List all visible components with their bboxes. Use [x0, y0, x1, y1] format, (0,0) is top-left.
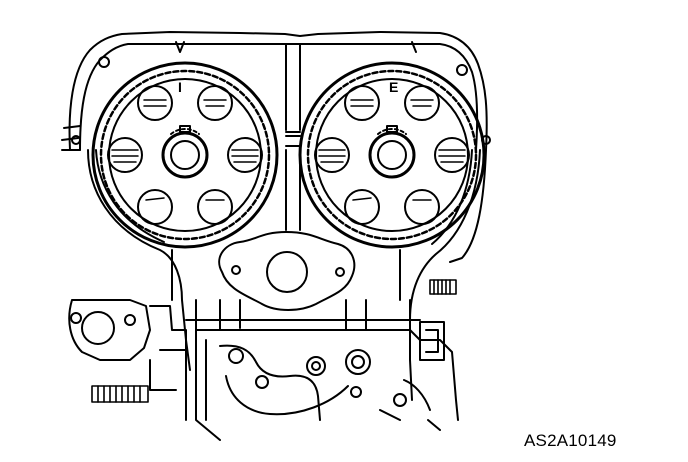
engine-cover-inner-rim [79, 43, 479, 151]
lower-bolt-5 [350, 386, 362, 398]
center-partition [285, 43, 301, 231]
exhaust-label: E [389, 79, 398, 95]
left-bracket-bolt-1 [70, 312, 82, 324]
left-bracket-bolt-2 [124, 314, 136, 326]
right-threaded-stud [429, 279, 457, 295]
lower-bolt-4 [345, 349, 371, 375]
lower-bolt-3 [306, 356, 326, 376]
intake-label: I [178, 79, 182, 95]
belt-left [87, 149, 191, 371]
right-side-boss [419, 321, 445, 361]
center-plate [218, 231, 356, 311]
center-plate-boss [266, 251, 308, 293]
exhaust-sprocket-holes [314, 85, 470, 225]
lower-bolt-6 [393, 393, 407, 407]
center-partition-marks [285, 131, 301, 147]
cover-left-flange [61, 125, 81, 151]
cover-bolt-top-left [98, 56, 110, 68]
left-threaded-stud [91, 385, 149, 403]
center-plate-bolt-left [231, 265, 241, 275]
cylinder-head-body [171, 249, 421, 331]
belt-left-inner [95, 149, 165, 243]
intake-sprocket [91, 61, 279, 249]
lower-bolt-4-inner [351, 355, 365, 369]
cover-bolt-left [71, 135, 81, 145]
exhaust-hole-hatching [318, 99, 466, 201]
intake-sprocket-holes [107, 85, 263, 225]
cover-bolt-top-right [456, 64, 468, 76]
intake-hole-hatching [111, 99, 259, 201]
left-bracket [68, 299, 151, 361]
right-side-lines [379, 379, 441, 431]
lower-bolt-2 [255, 375, 269, 389]
head-ribs [219, 299, 367, 331]
cover-tick-marks [175, 41, 417, 53]
left-support-frame [149, 305, 187, 421]
lower-block [195, 329, 459, 441]
intake-sprocket-hub [161, 125, 209, 179]
lower-curved-pipe [225, 375, 349, 416]
lower-bolt-3-inner [311, 361, 321, 371]
left-bracket-hole [81, 311, 115, 345]
reference-code: AS2A10149 [524, 431, 617, 450]
lower-bolt-1 [228, 348, 244, 364]
center-plate-bolt-right [335, 267, 345, 277]
lower-block-detail [205, 339, 321, 421]
exhaust-sprocket-hub [368, 125, 416, 179]
engine-cover-outline [68, 31, 488, 263]
